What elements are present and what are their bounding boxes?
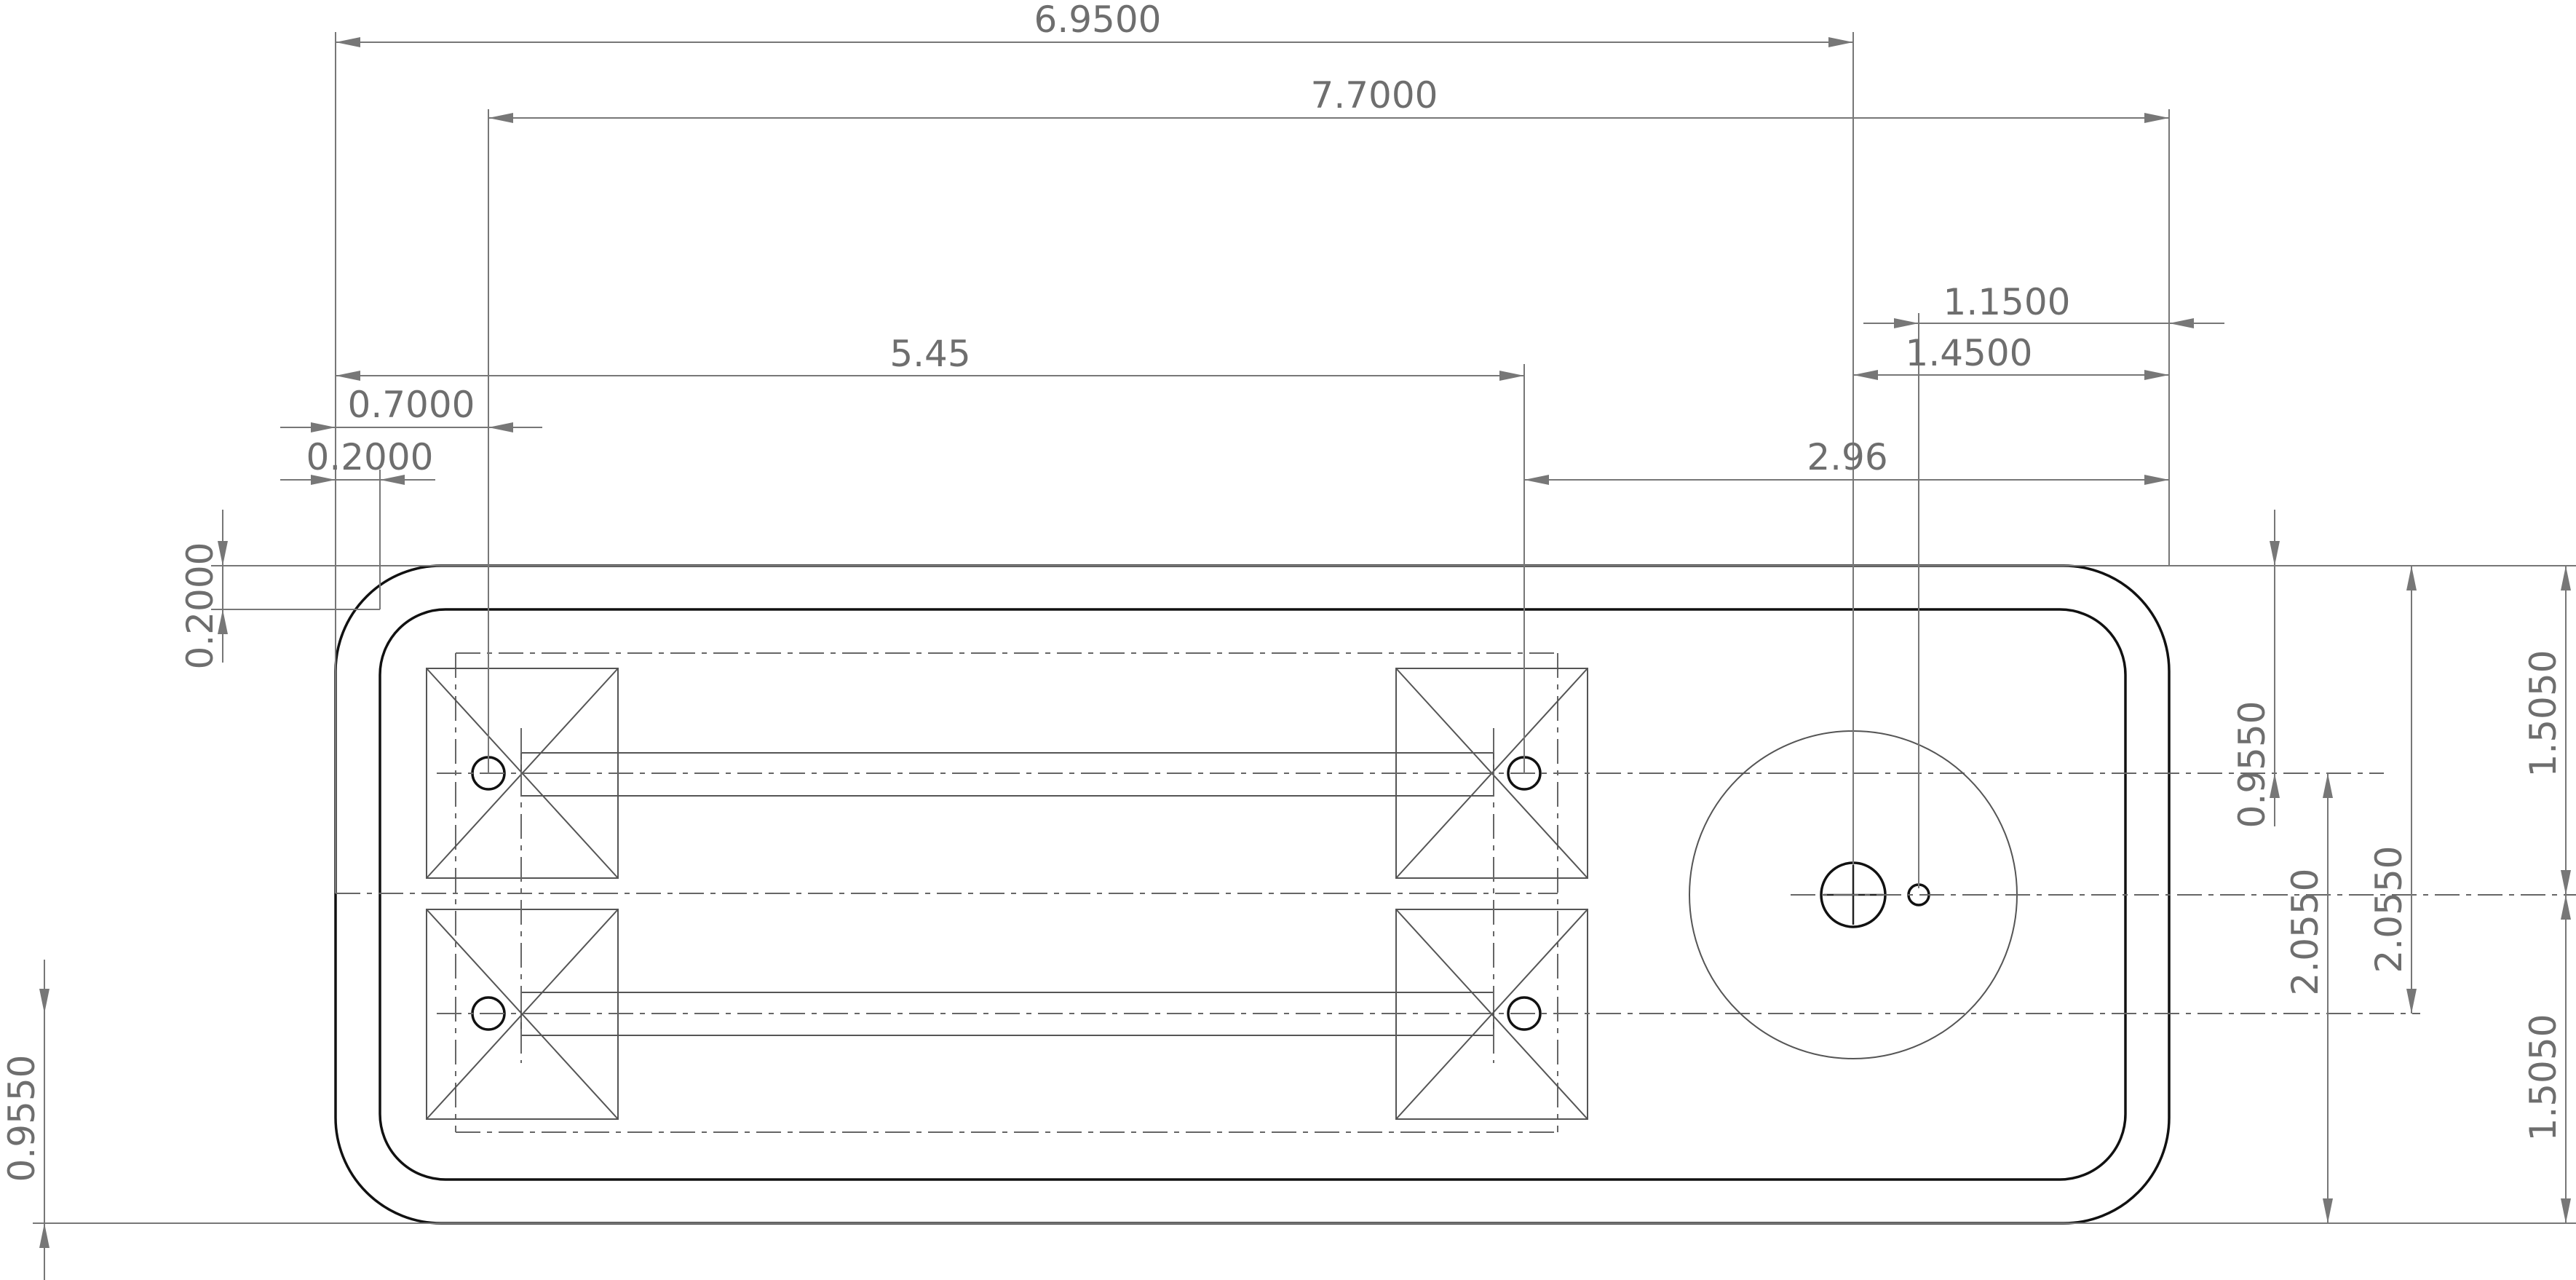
dim-text-upper-slot-offset: 0.9550 bbox=[2231, 701, 2273, 829]
dim-text-half-height-bottom: 1.5050 bbox=[2522, 1014, 2564, 1142]
dim-text-boss-to-edge: 1.4500 bbox=[1906, 332, 2033, 374]
dim-text-lower-slot-offset: 0.9550 bbox=[1, 1055, 43, 1182]
dimension-1.5050-top: 1.5050 bbox=[2522, 566, 2571, 895]
dim-text-left-to-right-slot: 5.45 bbox=[889, 333, 970, 375]
dimension-0.9550-upper: 0.9550 bbox=[2231, 510, 2280, 828]
dimension-0.7000: 0.7000 bbox=[280, 384, 542, 432]
dimension-5.45: 5.45 bbox=[336, 333, 1524, 381]
dimension-0.9550-lower: 0.9550 bbox=[1, 960, 49, 1280]
extension-lines bbox=[33, 32, 2576, 1224]
boss bbox=[1689, 730, 2576, 1059]
dim-text-boss-height-a: 2.0550 bbox=[2368, 846, 2410, 973]
dim-text-boss-to-hole: 1.1500 bbox=[1943, 281, 2071, 323]
hole-bottom-right bbox=[1507, 996, 1542, 1031]
dim-text-overall-to-boss: 6.9500 bbox=[1034, 0, 1162, 41]
dim-text-edge-to-slot: 0.7000 bbox=[348, 384, 475, 426]
part-geometry bbox=[334, 564, 2576, 1225]
upper-slot bbox=[520, 752, 1494, 797]
dimension-2.0550-boss-bottom: 2.0550 bbox=[2284, 773, 2333, 1223]
dimension-0.2000-horizontal: 0.2000 bbox=[280, 436, 435, 485]
dimension-1.4500: 1.4500 bbox=[1853, 332, 2169, 380]
dimension-1.1500: 1.1500 bbox=[1863, 281, 2224, 328]
dimension-0.2000-vertical: 0.2000 bbox=[179, 510, 228, 669]
dim-text-wall-thickness-y: 0.2000 bbox=[179, 542, 221, 670]
dimension-6.9500: 6.9500 bbox=[336, 0, 1853, 47]
corner-pad-bottom-left bbox=[426, 909, 619, 1120]
dimension-7.7000: 7.7000 bbox=[488, 74, 2169, 123]
dim-text-wall-thickness-x: 0.2000 bbox=[306, 436, 434, 478]
dimension-2.0550-boss-top: 2.0550 bbox=[2368, 566, 2417, 1014]
mounting-holes bbox=[437, 756, 2420, 1031]
dim-text-half-height-top: 1.5050 bbox=[2522, 650, 2564, 778]
lower-slot bbox=[520, 992, 1494, 1036]
dimension-1.5050-bottom: 1.5050 bbox=[2522, 895, 2571, 1223]
dim-text-boss-height-b: 2.0550 bbox=[2284, 869, 2326, 996]
dim-text-slot-to-edge-right: 2.96 bbox=[1807, 436, 1887, 478]
dimension-2.96: 2.96 bbox=[1524, 436, 2169, 485]
slot-center-lines bbox=[520, 728, 1494, 1063]
dim-text-slot-to-edge: 7.7000 bbox=[1311, 74, 1438, 116]
pocket-phantom-lines bbox=[336, 652, 1558, 1133]
